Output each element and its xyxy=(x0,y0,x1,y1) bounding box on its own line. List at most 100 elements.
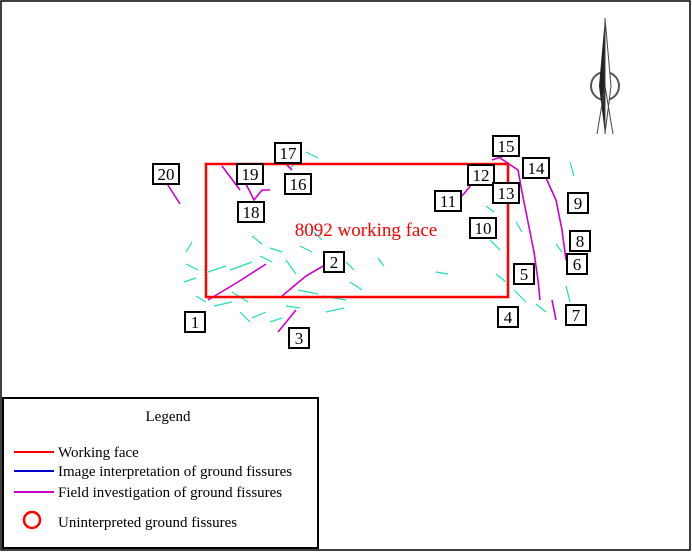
marker-label: 8 xyxy=(576,232,585,251)
fissure-line xyxy=(245,183,270,202)
fissure-line xyxy=(513,289,527,303)
fissure-line xyxy=(285,259,297,275)
legend-item-working-face: Working face xyxy=(58,445,139,461)
fissure-line xyxy=(269,247,283,253)
marker-label: 18 xyxy=(243,203,260,222)
marker-8: 8 xyxy=(569,230,591,252)
marker-19: 19 xyxy=(236,163,264,185)
marker-1: 1 xyxy=(184,311,206,333)
marker-box xyxy=(288,327,310,349)
fissure-line xyxy=(281,261,331,297)
marker-box xyxy=(522,157,550,179)
fissure-line xyxy=(489,239,501,251)
fissure-line xyxy=(285,305,301,309)
marker-box xyxy=(274,142,302,164)
legend-box xyxy=(2,397,319,549)
fissure-line xyxy=(165,181,181,205)
marker-label: 10 xyxy=(475,219,492,238)
fissure-line xyxy=(325,307,345,313)
marker-10: 10 xyxy=(469,217,497,239)
fissure-line xyxy=(185,263,199,271)
marker-2: 2 xyxy=(323,251,345,273)
marker-box xyxy=(569,230,591,252)
marker-box xyxy=(565,304,587,326)
marker-5: 5 xyxy=(513,263,535,285)
marker-box xyxy=(492,135,520,157)
fissure-line xyxy=(195,295,207,303)
fissure-line xyxy=(185,241,193,253)
legend-title: Legend xyxy=(146,409,191,425)
marker-label: 2 xyxy=(330,253,339,272)
marker-18: 18 xyxy=(237,201,265,223)
fissure-line xyxy=(221,165,241,191)
marker-box xyxy=(284,173,312,195)
fissure-line xyxy=(207,263,267,301)
marker-box xyxy=(237,201,265,223)
fissure-line xyxy=(277,309,297,333)
marker-label: 14 xyxy=(528,159,546,178)
fissure-line xyxy=(495,273,507,283)
marker-box xyxy=(184,311,206,333)
marker-box xyxy=(236,163,264,185)
fissure-line xyxy=(269,317,283,323)
marker-box xyxy=(152,163,180,185)
fissure-line xyxy=(545,177,567,261)
fissure-line xyxy=(565,285,571,303)
marker-label: 6 xyxy=(573,255,582,274)
marker-12: 12 xyxy=(467,164,495,186)
fissure-line xyxy=(239,311,251,323)
marker-box xyxy=(469,217,497,239)
fissure-line xyxy=(377,257,385,267)
marker-label: 20 xyxy=(158,165,175,184)
field-fissures xyxy=(165,155,567,333)
fissure-line xyxy=(555,243,563,253)
legend: Legend Working face Image interpretation… xyxy=(2,397,319,549)
fissure-line xyxy=(259,255,273,263)
marker-box xyxy=(323,251,345,273)
marker-9: 9 xyxy=(567,192,589,214)
marker-14: 14 xyxy=(522,157,550,179)
fissure-line xyxy=(299,245,313,253)
marker-label: 16 xyxy=(290,175,307,194)
fissure-line xyxy=(313,231,323,241)
fissure-line xyxy=(435,271,449,275)
marker-label: 5 xyxy=(520,265,529,284)
fissure-line xyxy=(569,161,575,177)
marker-label: 19 xyxy=(242,165,259,184)
marker-17: 17 xyxy=(274,142,302,164)
marker-3: 3 xyxy=(288,327,310,349)
marker-label: 7 xyxy=(572,306,581,325)
marker-box xyxy=(492,182,520,204)
marker-13: 13 xyxy=(492,182,520,204)
fissure-line xyxy=(535,303,547,313)
marker-20: 20 xyxy=(152,163,180,185)
fissure-line xyxy=(213,301,233,307)
legend-item-field-investigation: Field investigation of ground fissures xyxy=(58,485,282,501)
marker-11: 11 xyxy=(434,190,462,212)
marker-label: 12 xyxy=(473,166,490,185)
marker-box xyxy=(566,253,588,275)
legend-item-uninterpreted: Uninterpreted ground fissures xyxy=(58,515,237,531)
fissure-line xyxy=(183,277,197,283)
legend-item-image-interpretation: Image interpretation of ground fissures xyxy=(58,464,292,480)
fissure-line xyxy=(349,281,363,291)
marker-7: 7 xyxy=(565,304,587,326)
marker-label: 17 xyxy=(280,144,298,163)
fissure-line xyxy=(229,261,253,271)
marker-4: 4 xyxy=(497,306,519,328)
marker-label: 15 xyxy=(498,137,515,156)
marker-label: 1 xyxy=(191,313,200,332)
fissure-line xyxy=(551,299,557,321)
fissure-line xyxy=(485,205,495,213)
marker-16: 16 xyxy=(284,173,312,195)
fissure-line xyxy=(345,261,355,271)
marker-label: 3 xyxy=(295,329,304,348)
marker-label: 13 xyxy=(498,184,515,203)
fissure-line xyxy=(207,265,227,273)
north-arrow-icon xyxy=(590,17,620,135)
fissure-line xyxy=(251,311,267,319)
legend-uninterpreted-circle-icon xyxy=(22,510,42,530)
fissure-line xyxy=(499,157,541,301)
